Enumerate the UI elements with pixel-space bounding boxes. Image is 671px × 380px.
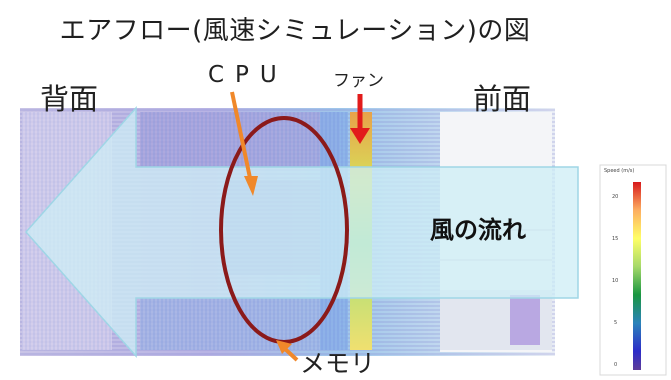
legend-tick: 10 — [612, 278, 619, 284]
legend-tick: 0 — [614, 362, 618, 368]
memory-label: メモリ — [300, 349, 376, 378]
cpu-arrow — [230, 91, 258, 196]
legend-tick: 20 — [612, 194, 619, 200]
rear-label: 背面 — [40, 82, 99, 116]
fan-arrow — [350, 94, 370, 144]
legend-tick: 5 — [614, 320, 618, 326]
front-label: 前面 — [473, 82, 532, 116]
memory-arrow — [276, 340, 299, 362]
legend-tick: 15 — [612, 236, 619, 242]
speed-legend — [599, 164, 667, 376]
airflow-arrow — [24, 106, 579, 358]
legend-color-bar — [633, 182, 641, 370]
cpu-label: CPU — [208, 62, 288, 88]
fan-label: ファン — [333, 71, 384, 91]
figure-title: エアフロー(風速シミュレーション)の図 — [59, 16, 531, 46]
legend-title: Speed (m/s) — [604, 168, 635, 174]
airflow-label: 風の流れ — [430, 216, 526, 244]
